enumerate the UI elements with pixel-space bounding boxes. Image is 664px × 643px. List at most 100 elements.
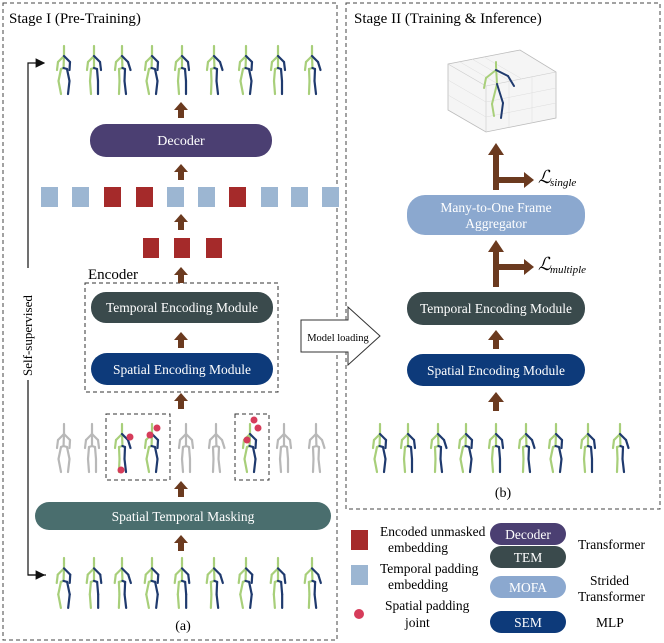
skeleton-r-upper-arm xyxy=(310,567,320,576)
skeleton-r-thigh xyxy=(217,445,221,461)
skeleton-r-thigh xyxy=(251,445,257,461)
skeleton-r-thigh xyxy=(93,445,98,461)
skeleton-l-thigh xyxy=(433,445,437,461)
model-loading-label: Model loading xyxy=(307,333,369,344)
pose-3d-plot xyxy=(447,49,557,133)
skeleton-r-shin xyxy=(154,457,159,474)
legend: Encoded unmasked embedding Temporal padd… xyxy=(351,523,645,633)
skeleton-r-shin xyxy=(313,79,318,96)
mask-frame-1 xyxy=(105,413,171,481)
skeleton-r-forearm xyxy=(316,60,322,72)
skeleton-l-thigh xyxy=(145,445,151,461)
skeleton-r-forearm xyxy=(320,438,326,450)
skeleton-l-forearm xyxy=(269,60,274,72)
skeleton-r-thigh xyxy=(313,580,317,596)
skeleton-l-shin xyxy=(582,457,587,474)
mask-frame-2 xyxy=(234,413,270,481)
spatial-padding-joint xyxy=(117,466,125,474)
skeleton-r-shin xyxy=(155,593,159,610)
decoder-label: Decoder xyxy=(157,134,205,149)
skeleton-l-thigh xyxy=(615,445,619,461)
skeleton-l-upper-arm xyxy=(458,432,468,442)
skeleton-l-upper-arm xyxy=(86,567,96,576)
padding-token xyxy=(72,187,89,207)
skeleton-l-forearm xyxy=(55,60,60,72)
skeleton-l-forearm xyxy=(113,573,117,585)
skeleton-r-thigh xyxy=(381,445,387,461)
skeleton-l-upper-arm xyxy=(114,54,124,64)
encoder-label: Encoder xyxy=(88,267,138,283)
legend-strided-line2: Transformer xyxy=(578,589,645,604)
legend-decoder-pill xyxy=(490,523,566,545)
stage2-tem-label: Temporal Encoding Module xyxy=(420,301,572,316)
skeleton-r-shin xyxy=(215,79,220,96)
skeleton-r-thigh xyxy=(313,67,317,83)
skeleton-r-shin xyxy=(123,593,128,610)
skeleton-r-forearm xyxy=(218,60,224,72)
skeleton-l-upper-arm xyxy=(144,54,154,64)
skeleton-l-thigh xyxy=(278,445,283,461)
skeleton-r-forearm xyxy=(412,438,417,450)
skeleton-r-forearm xyxy=(126,438,132,450)
skeleton-r-upper-arm xyxy=(212,567,222,576)
skeleton-l-upper-arm xyxy=(430,432,440,442)
skeleton-r-thigh xyxy=(184,580,188,596)
skeleton-r-thigh xyxy=(153,67,159,83)
token-row xyxy=(41,187,339,207)
skeleton-l-shin xyxy=(117,593,121,610)
skeleton-r-shin xyxy=(468,457,473,474)
mofa-block xyxy=(407,195,585,235)
skeleton-l-forearm xyxy=(113,438,118,450)
skeleton-r-upper-arm xyxy=(282,432,292,442)
skeleton-l-forearm xyxy=(303,573,307,585)
skeleton-l-thigh xyxy=(176,580,180,596)
skeleton-l-forearm xyxy=(303,60,308,72)
skeleton-r-thigh xyxy=(317,445,321,461)
skeleton-r-forearm xyxy=(127,573,132,585)
skeleton-r-thigh xyxy=(527,445,531,461)
skeleton-l-thigh xyxy=(243,445,249,461)
masked-skeleton-row xyxy=(55,422,326,474)
skeleton-l-shin xyxy=(209,593,213,610)
skeleton-r-thigh xyxy=(248,580,253,596)
skeleton-r-shin xyxy=(154,79,159,96)
skeleton-l-shin xyxy=(307,593,311,610)
skeleton-r-upper-arm xyxy=(244,567,254,576)
skeleton-l-upper-arm xyxy=(488,432,498,442)
skeleton-r-upper-arm xyxy=(586,432,596,442)
skeleton-l-upper-arm xyxy=(144,567,154,576)
skeleton-l-forearm xyxy=(85,573,89,585)
skeleton-r-forearm xyxy=(126,60,132,72)
encoded-token xyxy=(143,238,159,258)
skeleton-r-upper-arm xyxy=(180,567,190,576)
skeleton-l-thigh xyxy=(373,445,379,461)
skeleton-l-upper-arm xyxy=(174,567,184,576)
skeleton-l-forearm xyxy=(237,573,241,585)
skeleton-l-upper-arm xyxy=(208,432,218,442)
skeleton-l-thigh xyxy=(459,445,465,461)
skeleton-l-thigh xyxy=(209,67,213,83)
skeleton-r-upper-arm xyxy=(180,54,190,64)
skeleton-l-upper-arm xyxy=(84,432,94,442)
skeleton-r-thigh xyxy=(280,580,284,596)
skeleton-l-forearm xyxy=(237,60,242,72)
skeleton-l-shin xyxy=(272,593,276,610)
skeleton-r-shin xyxy=(252,457,257,474)
skeleton-l-shin xyxy=(57,593,62,610)
legend-encoded-line2: embedding xyxy=(388,540,448,555)
model-loading-arrow xyxy=(300,305,381,367)
skeleton-r-thigh xyxy=(66,580,71,596)
legend-padding-swatch xyxy=(351,565,368,585)
skeleton-r-shin xyxy=(382,457,387,474)
skeleton-r-shin xyxy=(123,79,128,96)
legend-encoded-line1: Encoded unmasked xyxy=(380,524,486,539)
encoded-token xyxy=(104,187,121,207)
skeleton-l-shin xyxy=(549,457,555,474)
skeleton-l-upper-arm xyxy=(206,54,216,64)
skeleton-l-forearm xyxy=(429,438,434,450)
skeleton-l-thigh xyxy=(117,580,121,596)
skeleton-r-upper-arm xyxy=(62,432,72,442)
skeleton-l-thigh xyxy=(176,67,181,83)
skeleton-r-forearm xyxy=(156,438,160,450)
skeleton-l-forearm xyxy=(173,573,177,585)
